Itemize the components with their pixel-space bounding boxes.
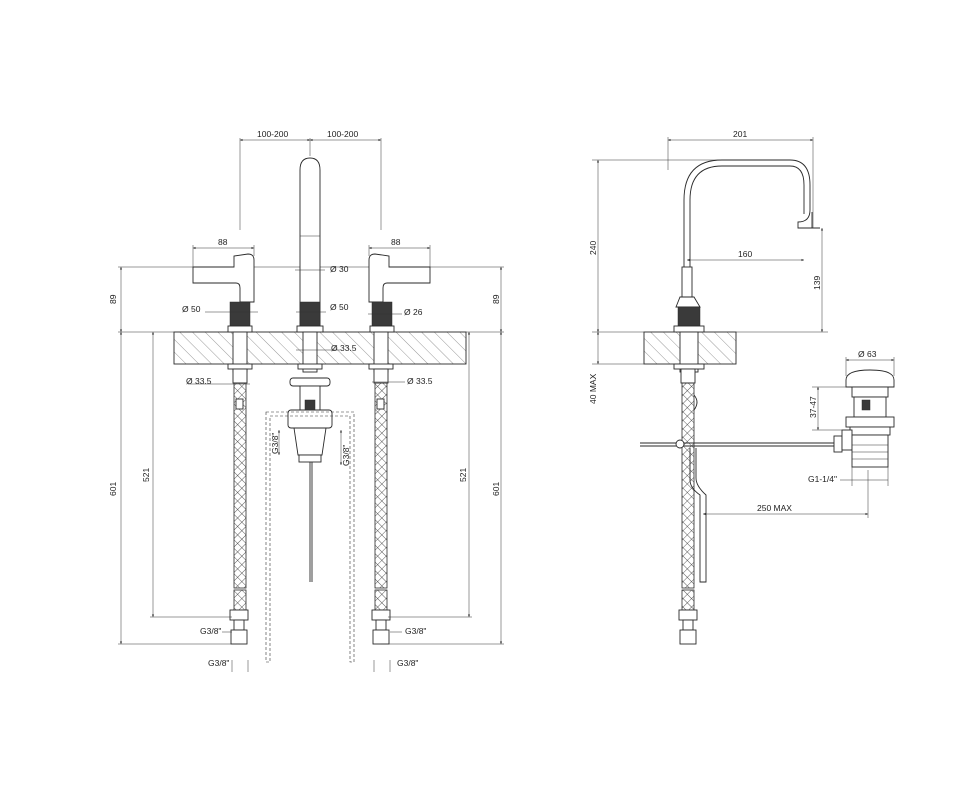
dim-total-left: 601 — [108, 482, 118, 496]
front-view: 100-200 100-200 88 88 Ø 30 Ø 50 Ø 50 Ø 2… — [108, 129, 504, 672]
dim-reach: 201 — [733, 129, 747, 139]
side-view: 201 240 160 139 40 MAX Ø 63 37-47 G1-1/4… — [588, 129, 895, 645]
popup-rod — [640, 435, 843, 583]
side-supply-hose — [678, 368, 698, 645]
right-supply-hose — [371, 368, 391, 645]
dim-shank-left-dia: Ø 33.5 — [186, 376, 212, 386]
spout — [296, 157, 324, 333]
dim-handle-right: 88 — [391, 237, 401, 247]
thread-right-lower: G3/8" — [397, 658, 418, 668]
center-waste-assembly — [287, 377, 333, 582]
dim-drain-dia: Ø 63 — [858, 349, 877, 359]
side-body — [673, 266, 705, 373]
dim-body-right-dia: Ø 26 — [404, 307, 423, 317]
dim-body-left-dia: Ø 50 — [182, 304, 201, 314]
waste-thread-left: G3/8" — [270, 433, 280, 454]
dim-handle-left: 88 — [218, 237, 228, 247]
deck-section — [173, 331, 467, 365]
dim-total-right: 601 — [491, 482, 501, 496]
dim-rod-max: 250 MAX — [757, 503, 792, 513]
dim-shank-right-dia: Ø 33.5 — [407, 376, 433, 386]
dim-height: 240 — [588, 241, 598, 255]
dim-hose-right: 521 — [458, 468, 468, 482]
dim-height-left: 89 — [108, 294, 118, 304]
dim-height-right: 89 — [491, 294, 501, 304]
dim-hose-left: 521 — [141, 468, 151, 482]
left-supply-hose — [229, 368, 249, 645]
side-drain — [841, 369, 895, 468]
dim-spacing-right: 100-200 — [327, 129, 358, 139]
thread-right-upper: G3/8" — [405, 626, 426, 636]
dim-deck-max: 40 MAX — [588, 373, 598, 404]
dim-drain-thread: G1-1/4" — [808, 474, 837, 484]
dim-spout-reach: 160 — [738, 249, 752, 259]
dim-shank-center-dia: Ø 33.5 — [331, 343, 357, 353]
left-handle — [192, 253, 255, 333]
dim-spacing-left: 100-200 — [257, 129, 288, 139]
side-spout — [683, 159, 820, 267]
dim-drain-range: 37-47 — [808, 396, 818, 418]
right-handle — [368, 253, 431, 333]
waste-thread-right: G3/8" — [341, 445, 351, 466]
dim-spout-dia: Ø 30 — [330, 264, 349, 274]
thread-left-lower: G3/8" — [208, 658, 229, 668]
dim-spout-height: 139 — [812, 276, 822, 290]
thread-left-upper: G3/8" — [200, 626, 221, 636]
waste-outline — [265, 411, 355, 663]
dim-body-center-dia: Ø 50 — [330, 302, 349, 312]
